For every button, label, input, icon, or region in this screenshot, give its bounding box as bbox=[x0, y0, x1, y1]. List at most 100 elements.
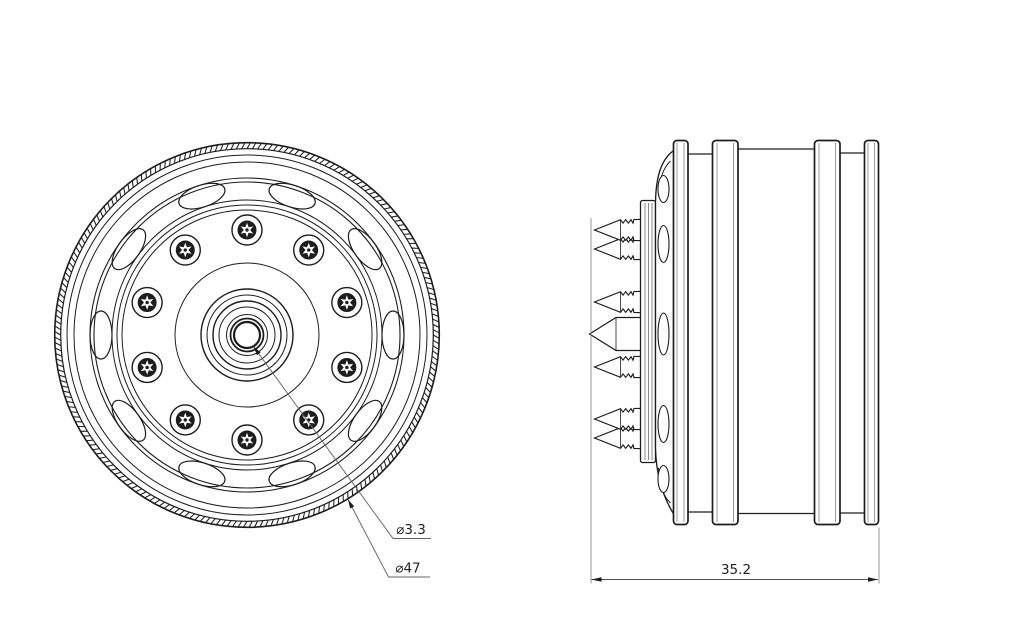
knurl-tick bbox=[89, 443, 97, 446]
knurl-tick bbox=[259, 520, 264, 528]
knurl-tick bbox=[54, 331, 61, 336]
wheel-circle bbox=[212, 300, 282, 370]
vent-slot-ring bbox=[89, 182, 405, 488]
knurl-tick bbox=[324, 161, 331, 166]
stud-outline bbox=[592, 218, 643, 242]
rim-flange-2 bbox=[711, 139, 739, 526]
torx-center-dot bbox=[183, 418, 187, 422]
knurl-tick bbox=[425, 387, 431, 393]
knurl-tick bbox=[273, 144, 279, 151]
knurl-tick bbox=[64, 395, 72, 399]
knurl-tick bbox=[411, 421, 416, 429]
wheel-circle bbox=[200, 288, 294, 382]
stud-profile bbox=[592, 355, 643, 379]
knurl-tick bbox=[149, 496, 156, 502]
knurl-tick bbox=[420, 402, 426, 409]
stud-profile bbox=[592, 426, 643, 450]
torx-bolt bbox=[231, 424, 263, 456]
front-view bbox=[53, 141, 441, 529]
vent-slot bbox=[89, 310, 113, 360]
knurl-tick bbox=[422, 271, 430, 275]
knurl-tick bbox=[246, 142, 251, 149]
wheel-circle bbox=[116, 204, 378, 466]
wheel-circle bbox=[60, 148, 434, 522]
vent-slot bbox=[381, 310, 405, 360]
edge-slot bbox=[657, 312, 670, 356]
knurl-tick bbox=[383, 460, 387, 468]
rim-flange-1 bbox=[672, 139, 689, 526]
knurl-tick bbox=[54, 342, 62, 347]
vent-slot bbox=[347, 399, 383, 442]
outer-leader-arrowhead bbox=[348, 499, 355, 509]
knurl-tick bbox=[126, 482, 134, 486]
knurl-tick bbox=[57, 298, 64, 304]
knurl-tick bbox=[135, 488, 143, 493]
knurl-tick bbox=[83, 232, 88, 240]
knurl-tick bbox=[194, 514, 201, 521]
wheel-circle bbox=[229, 317, 265, 353]
knurl-tick bbox=[432, 329, 440, 334]
knurl-tick bbox=[205, 517, 211, 524]
knurl-tick bbox=[225, 143, 230, 151]
torx-bolt bbox=[131, 351, 163, 384]
knurl-tick bbox=[64, 271, 71, 278]
knurl-tick bbox=[431, 313, 439, 318]
side-view bbox=[588, 139, 880, 526]
knurl-tick bbox=[114, 194, 118, 202]
knurl-tick bbox=[111, 198, 114, 206]
knurl-tick bbox=[204, 146, 208, 154]
knurl-tick bbox=[68, 261, 74, 268]
knurl-tick bbox=[423, 392, 430, 399]
knurl-tick bbox=[432, 318, 440, 323]
knurl-tick bbox=[54, 347, 62, 352]
knurl-tick bbox=[183, 152, 187, 160]
knurl-tick bbox=[66, 401, 74, 404]
knurl-tick bbox=[232, 520, 237, 528]
mounting-plate bbox=[639, 199, 657, 464]
knurl-tick bbox=[264, 519, 269, 527]
knurl-tick bbox=[413, 416, 419, 424]
knurl-tick bbox=[422, 397, 428, 404]
knurl-tick bbox=[288, 148, 295, 154]
outer-diameter-label: ⌀47 bbox=[395, 561, 420, 577]
knurl-tick bbox=[60, 380, 67, 383]
knurl-tick bbox=[241, 142, 246, 150]
knurl-tick bbox=[403, 435, 408, 443]
knurl-tick bbox=[418, 261, 426, 264]
knurl-tick bbox=[80, 237, 86, 244]
knurl-tick bbox=[302, 512, 306, 520]
knurl-tick bbox=[347, 174, 355, 179]
knurl-tick bbox=[220, 144, 224, 151]
center-axle-cone bbox=[588, 316, 643, 352]
knurl-tick bbox=[230, 142, 235, 150]
knurl-tick bbox=[92, 448, 100, 451]
knurl-tick bbox=[61, 385, 69, 388]
torx-bolt bbox=[331, 351, 363, 384]
knurl-tick bbox=[427, 287, 434, 290]
vent-slots-edge-on bbox=[657, 174, 670, 494]
knurl-tick bbox=[102, 460, 110, 463]
knurl-tick bbox=[57, 369, 65, 373]
knurl-tick bbox=[70, 411, 78, 413]
knurl-tick bbox=[406, 430, 411, 438]
wheel-circle bbox=[73, 161, 421, 509]
stud-outline bbox=[592, 355, 643, 379]
knurl-tick bbox=[257, 142, 262, 150]
knurl-tick bbox=[55, 352, 63, 357]
knurl-tick bbox=[376, 199, 384, 202]
knurl-tick bbox=[428, 376, 434, 383]
knurl-tick bbox=[130, 485, 138, 489]
knurl-tick bbox=[118, 475, 126, 479]
knurl-tick bbox=[106, 464, 114, 468]
vent-slot bbox=[268, 460, 316, 488]
stud-outline bbox=[592, 237, 643, 261]
stud-profile bbox=[592, 290, 643, 314]
knurl-tick bbox=[61, 282, 68, 289]
knurl-tick bbox=[163, 504, 170, 509]
knurl-tick bbox=[63, 277, 69, 283]
dimension-annotations: ⌀3.3 ⌀47 35.2 bbox=[253, 218, 880, 584]
knurl-tick bbox=[103, 206, 107, 214]
knurl-tick bbox=[394, 448, 398, 456]
knurl-tick bbox=[248, 520, 253, 528]
